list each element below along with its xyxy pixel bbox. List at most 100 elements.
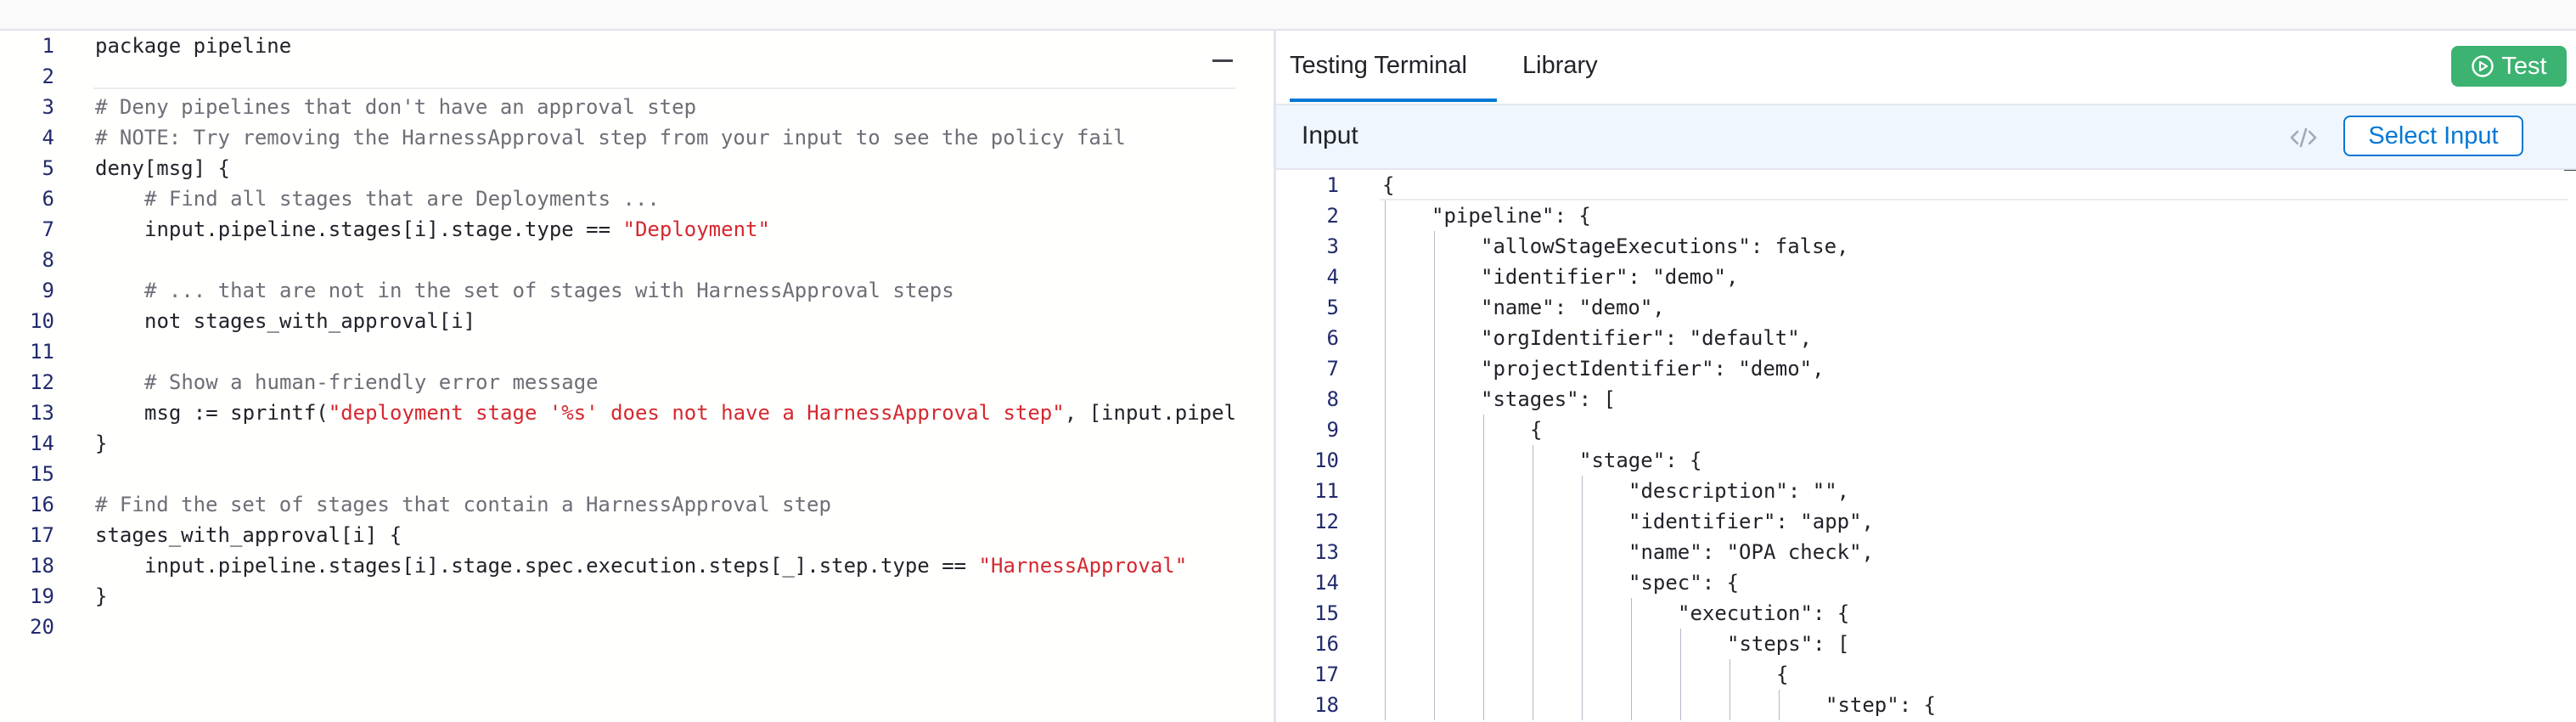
- indent-guide: [1434, 659, 1435, 690]
- line-number: 1: [42, 34, 54, 58]
- code-line: 15: [0, 459, 1274, 489]
- test-button[interactable]: Test: [2451, 46, 2567, 87]
- tab-library[interactable]: Library: [1522, 52, 1598, 79]
- code-text: # Find all stages that are Deployments .…: [144, 183, 660, 214]
- json-text: "identifier": "demo",: [1481, 265, 1739, 289]
- indent-guide: [1434, 506, 1435, 537]
- json-text: {: [1776, 663, 1789, 686]
- json-line: 9{: [1276, 415, 2576, 445]
- line-number: 17: [30, 523, 54, 547]
- testing-panel: Testing Terminal Library Test Input Sele…: [1276, 31, 2576, 722]
- indent-guide: [1434, 476, 1435, 506]
- json-input-editor[interactable]: 1{2"pipeline": {3"allowStageExecutions":…: [1276, 170, 2576, 722]
- indent-guide: [1385, 659, 1386, 690]
- indent-guide: [1385, 353, 1386, 384]
- current-line-highlight: [93, 57, 1235, 89]
- select-input-button[interactable]: Select Input: [2343, 116, 2523, 156]
- line-number: 11: [1314, 479, 1339, 503]
- code-string: "deployment stage '%s' does not have a H…: [328, 401, 1065, 425]
- indent-guide: [1385, 598, 1386, 629]
- json-line: 12"identifier": "app",: [1276, 506, 2576, 537]
- input-title: Input: [1302, 121, 1358, 149]
- indent-guide: [1434, 537, 1435, 567]
- json-line: 10"stage": {: [1276, 445, 2576, 476]
- code-line: 4# NOTE: Try removing the HarnessApprova…: [0, 122, 1274, 153]
- code-text: # Show a human-friendly error message: [144, 367, 599, 398]
- code-text: msg := sprintf("deployment stage '%s' do…: [144, 398, 1236, 428]
- code-token: input.pipeline.stages[i].stage.type ==: [144, 217, 623, 241]
- json-line: 3"allowStageExecutions": false,: [1276, 231, 2576, 262]
- code-line: 14}: [0, 428, 1274, 459]
- code-string: "Deployment": [622, 217, 770, 241]
- indent-guide: [1434, 567, 1435, 598]
- code-token: , [input.pipel: [1064, 401, 1236, 425]
- indent-guide: [1483, 659, 1484, 690]
- json-text: "projectIdentifier": "demo",: [1481, 357, 1825, 381]
- code-token: deny[msg] {: [95, 156, 230, 180]
- indent-guide: [1385, 200, 1386, 231]
- code-comment: # Deny pipelines that don't have an appr…: [95, 95, 697, 119]
- line-number: 1: [1326, 173, 1339, 197]
- json-text: "pipeline": {: [1431, 204, 1591, 228]
- line-number: 11: [30, 340, 54, 364]
- code-comment: # Show a human-friendly error message: [144, 370, 599, 394]
- panel-splitter[interactable]: [1274, 31, 1276, 722]
- code-token: msg := sprintf(: [144, 401, 329, 425]
- code-text: deny[msg] {: [95, 153, 230, 183]
- indent-guide: [1385, 445, 1386, 476]
- json-scroll-marker: [2564, 170, 2576, 171]
- indent-guide: [1434, 445, 1435, 476]
- indent-guide: [1631, 659, 1632, 690]
- indent-guide: [1631, 629, 1632, 659]
- indent-guide: [1582, 629, 1583, 659]
- indent-guide: [1385, 629, 1386, 659]
- json-line: 1{: [1276, 170, 2576, 200]
- line-number: 6: [42, 187, 54, 211]
- json-line: 11"description": "",: [1276, 476, 2576, 506]
- indent-guide: [1483, 690, 1484, 720]
- indent-guide: [1582, 476, 1583, 506]
- indent-guide: [1385, 506, 1386, 537]
- code-line: 16# Find the set of stages that contain …: [0, 489, 1274, 520]
- code-text: input.pipeline.stages[i].stage.spec.exec…: [144, 550, 1187, 581]
- indent-guide: [1779, 690, 1780, 720]
- indent-guide: [1434, 292, 1435, 323]
- tab-testing-terminal[interactable]: Testing Terminal: [1290, 52, 1468, 79]
- json-line: 4 "identifier": "demo",: [1276, 262, 2576, 292]
- line-number: 10: [30, 309, 54, 333]
- code-icon[interactable]: [2288, 122, 2319, 153]
- indent-guide: [1582, 506, 1583, 537]
- code-token: not stages_with_approval[i]: [144, 309, 476, 333]
- panel-tab-bar: Testing Terminal Library Test: [1276, 31, 2576, 105]
- code-line: 19}: [0, 581, 1274, 612]
- editor-scroll-marker: [1212, 59, 1233, 62]
- line-number: 4: [1326, 265, 1339, 289]
- code-token: }: [95, 584, 108, 608]
- indent-guide: [1385, 476, 1386, 506]
- code-text: # NOTE: Try removing the HarnessApproval…: [95, 122, 1126, 153]
- code-text: stages_with_approval[i] {: [95, 520, 402, 550]
- current-line-highlight: [1380, 170, 2568, 200]
- code-line: 8: [0, 245, 1274, 275]
- json-text: "stage": {: [1579, 448, 1702, 472]
- code-comment: # Find all stages that are Deployments .…: [144, 187, 660, 211]
- indent-guide: [1483, 506, 1484, 537]
- indent-guide: [1582, 659, 1583, 690]
- code-text: # ... that are not in the set of stages …: [144, 275, 954, 306]
- json-text: "allowStageExecutions": false,: [1481, 234, 1849, 258]
- line-number: 13: [1314, 540, 1339, 564]
- indent-guide: [1385, 567, 1386, 598]
- json-line: 8"stages": [: [1276, 384, 2576, 415]
- json-text: "name": "demo",: [1481, 296, 1665, 319]
- line-number: 15: [1314, 601, 1339, 625]
- indent-guide: [1680, 629, 1681, 659]
- indent-guide: [1582, 567, 1583, 598]
- indent-guide: [1385, 384, 1386, 415]
- code-line: 9# ... that are not in the set of stages…: [0, 275, 1274, 306]
- indent-guide: [1483, 537, 1484, 567]
- code-text: # Deny pipelines that don't have an appr…: [95, 92, 696, 122]
- json-text: {: [1530, 418, 1543, 442]
- code-text: input.pipeline.stages[i].stage.type == "…: [144, 214, 770, 245]
